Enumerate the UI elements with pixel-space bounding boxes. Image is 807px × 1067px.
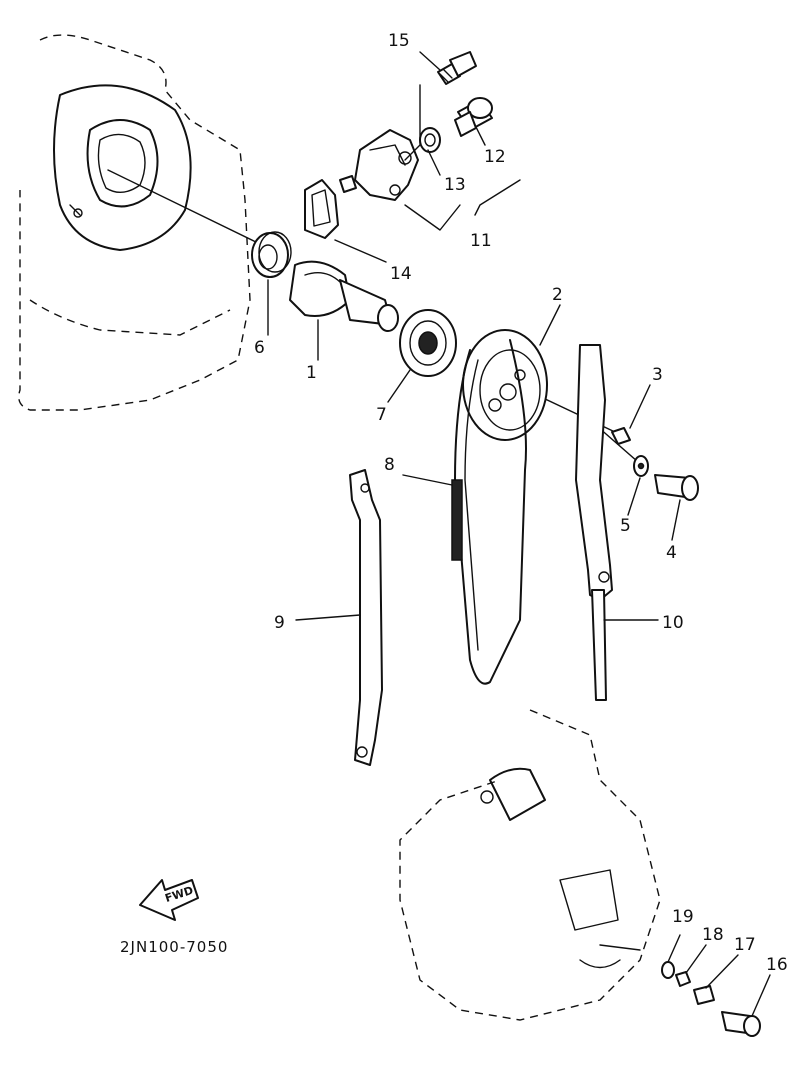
callout-11: 11 — [470, 231, 492, 251]
bolt-15 — [437, 51, 477, 85]
callout-13: 13 — [444, 175, 466, 195]
leader-lines — [267, 51, 771, 1017]
bearing-6 — [251, 231, 292, 278]
callout-5: 5 — [620, 516, 631, 536]
plug-12 — [454, 97, 493, 137]
bolt-4 — [654, 474, 699, 501]
chain-guide-10 — [575, 344, 613, 701]
callout-19: 19 — [672, 907, 694, 927]
chain-guide-9 — [349, 469, 383, 766]
callout-15: 15 — [388, 31, 410, 51]
callout-1: 1 — [306, 363, 317, 383]
callout-2: 2 — [552, 285, 563, 305]
callout-17: 17 — [734, 935, 756, 955]
callout-18: 18 — [702, 925, 724, 945]
timing-chain-8 — [451, 339, 527, 685]
callout-14: 14 — [390, 264, 412, 284]
tensioner-11 — [339, 129, 419, 201]
diagram-code: 2JN100-7050 — [120, 938, 228, 956]
oring-13 — [419, 127, 441, 153]
callout-6: 6 — [254, 338, 265, 358]
nut-18 — [675, 971, 691, 987]
washer-5 — [633, 455, 649, 477]
gasket-14 — [304, 179, 339, 239]
fwd-arrow: FWD — [139, 879, 199, 921]
crankcase-lower — [399, 709, 661, 1021]
crankcase-cover-left — [18, 34, 251, 411]
washer-17 — [693, 985, 715, 1005]
camshaft-1 — [289, 260, 399, 332]
dowel-pin-3 — [611, 427, 631, 445]
sprocket-2 — [462, 329, 548, 441]
callout-10: 10 — [662, 613, 684, 633]
callout-7: 7 — [376, 405, 387, 425]
callout-4: 4 — [666, 543, 677, 563]
callout-3: 3 — [652, 365, 663, 385]
callout-16: 16 — [766, 955, 788, 975]
bolt-16 — [721, 1011, 761, 1037]
callout-8: 8 — [384, 455, 395, 475]
callout-9: 9 — [274, 613, 285, 633]
bearing-7 — [399, 309, 457, 377]
oring-19 — [661, 961, 675, 979]
callout-12: 12 — [484, 147, 506, 167]
